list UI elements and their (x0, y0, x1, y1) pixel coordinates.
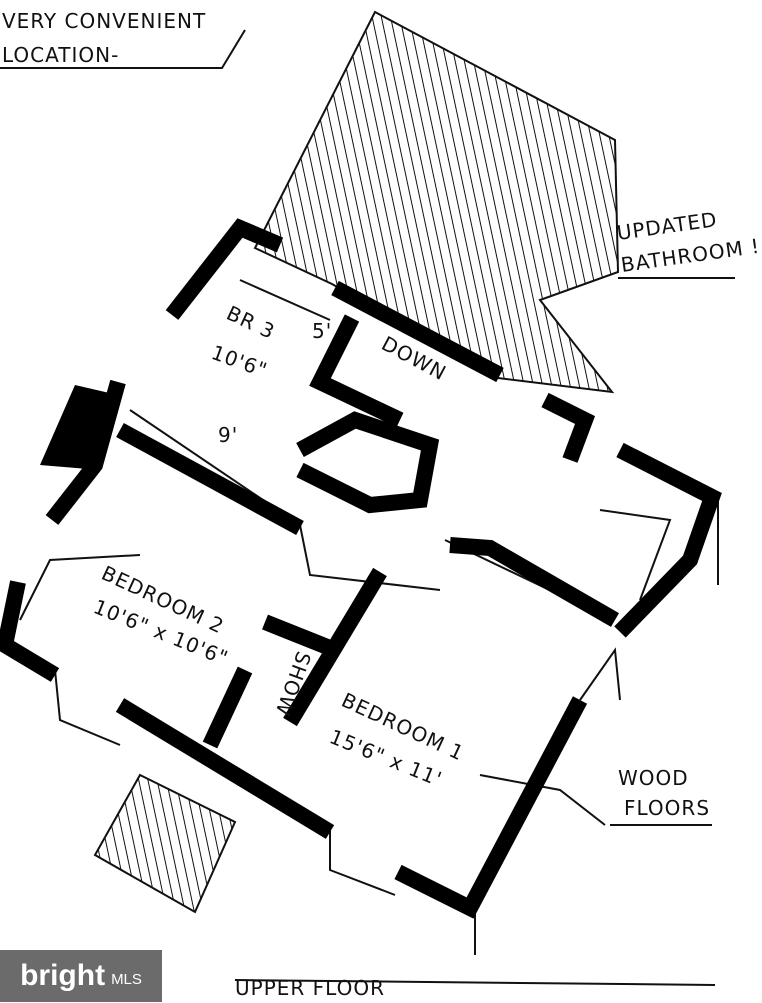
br3-label: BR 3 (223, 301, 279, 344)
br3-dim-a: 5' (312, 319, 332, 343)
br3-dim-c: 9' (218, 423, 238, 447)
roof-hatch (253, 10, 620, 394)
location-note-line1: VERY CONVENIENT (2, 9, 206, 33)
chimney (40, 385, 118, 470)
bright-mls-logo: bright MLS (0, 950, 162, 1002)
logo-brand: bright (20, 959, 106, 992)
logo-suffix: MLS (111, 970, 142, 988)
floor-title: UPPER FLOOR (235, 976, 385, 1000)
wood-floors-note-line1: WOOD (618, 766, 689, 790)
wood-floors-note-line2: FLOORS (624, 796, 710, 820)
deck-hatch (93, 773, 237, 914)
bathroom-note-line1: UPDATED (615, 207, 718, 245)
br3-dim-b: 10'6" (208, 340, 271, 382)
location-note-line2: LOCATION- (2, 43, 119, 67)
